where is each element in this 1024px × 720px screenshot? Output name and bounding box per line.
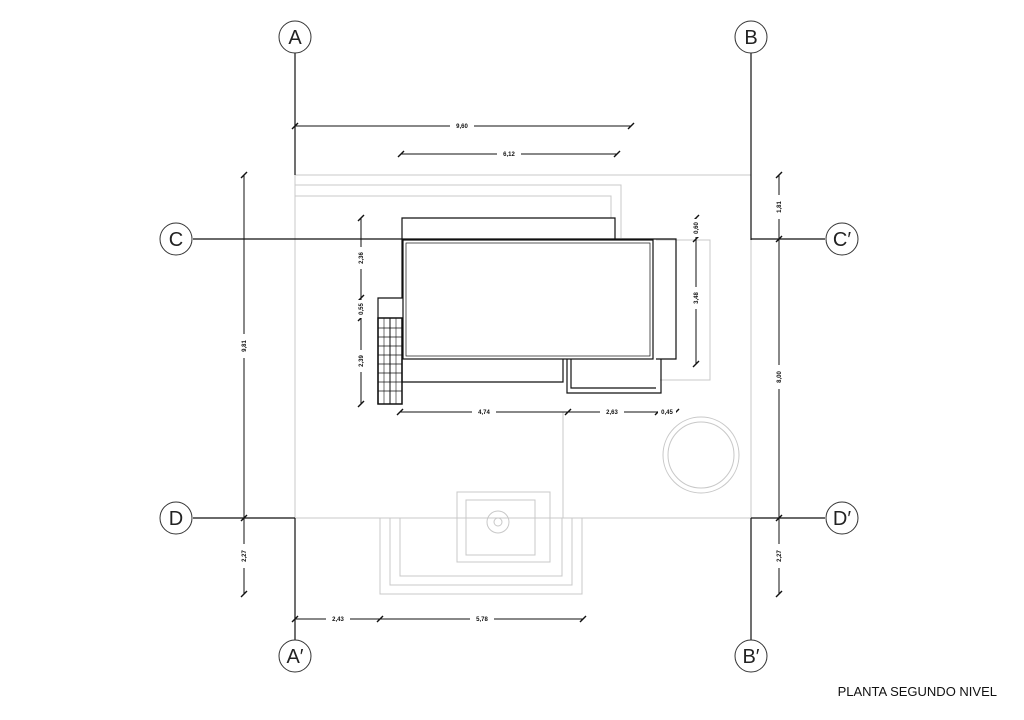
grid-bubble-b: B xyxy=(734,20,768,54)
dim-inner-left-3: 2,39 xyxy=(359,355,365,367)
dimension-ticks xyxy=(240,122,783,623)
grid-bubble-c: C xyxy=(159,222,193,256)
grid-label-a-prime: A′ xyxy=(286,646,303,668)
grid-label-c: C xyxy=(169,229,183,251)
grid-lines xyxy=(193,52,825,640)
dim-inner-left-1: 2,36 xyxy=(359,252,365,264)
dimension-labels-vertical: 9,81 2,27 1,81 8,00 2,27 2,36 0,55 2,39 … xyxy=(239,195,784,568)
grid-label-b-prime: B′ xyxy=(742,646,759,668)
grid-bubble-d: D xyxy=(159,501,193,535)
grid-bubble-a-prime: A′ xyxy=(278,639,312,673)
grid-bubble-d-prime: D′ xyxy=(825,501,859,535)
dim-inner-right-2: 3,48 xyxy=(694,292,700,304)
grid-label-b: B xyxy=(744,27,757,49)
dim-right-lower: 2,27 xyxy=(777,550,783,562)
dim-bottom-1: 2,43 xyxy=(332,617,344,623)
dim-left-lower: 2,27 xyxy=(242,550,248,562)
grid-bubble-c-prime: C′ xyxy=(825,222,859,256)
dim-right-main: 8,00 xyxy=(777,371,783,383)
drawing-title: PLANTA SEGUNDO NIVEL xyxy=(838,684,997,699)
dim-inner-bottom-1: 4,74 xyxy=(478,410,490,416)
grid-label-c-prime: C′ xyxy=(833,229,851,251)
dim-inner-bottom-2: 2,63 xyxy=(606,410,618,416)
dim-bottom-2: 5,78 xyxy=(476,617,488,623)
dimension-labels-horizontal: 9,60 6,12 4,74 2,63 0,45 2,43 5,78 xyxy=(326,120,676,623)
grid-bubble-a: A xyxy=(278,20,312,54)
dim-inner-right-1: 0,60 xyxy=(694,222,700,234)
dimension-lines xyxy=(243,125,780,620)
dim-right-top: 1,81 xyxy=(777,201,783,213)
dim-inner-left-2: 0,55 xyxy=(359,303,365,315)
dim-inner-bottom-3: 0,45 xyxy=(661,410,673,416)
site-outlines xyxy=(294,174,752,595)
dim-top-inner: 6,12 xyxy=(503,152,515,158)
grid-label-d: D xyxy=(169,508,183,530)
building-footprint xyxy=(377,217,677,404)
dim-left-total: 9,81 xyxy=(242,340,248,352)
grid-label-d-prime: D′ xyxy=(833,508,851,530)
stair xyxy=(377,317,403,405)
grid-label-a: A xyxy=(288,27,302,49)
dim-top-total: 9,60 xyxy=(456,124,468,130)
grid-bubble-b-prime: B′ xyxy=(734,639,768,673)
